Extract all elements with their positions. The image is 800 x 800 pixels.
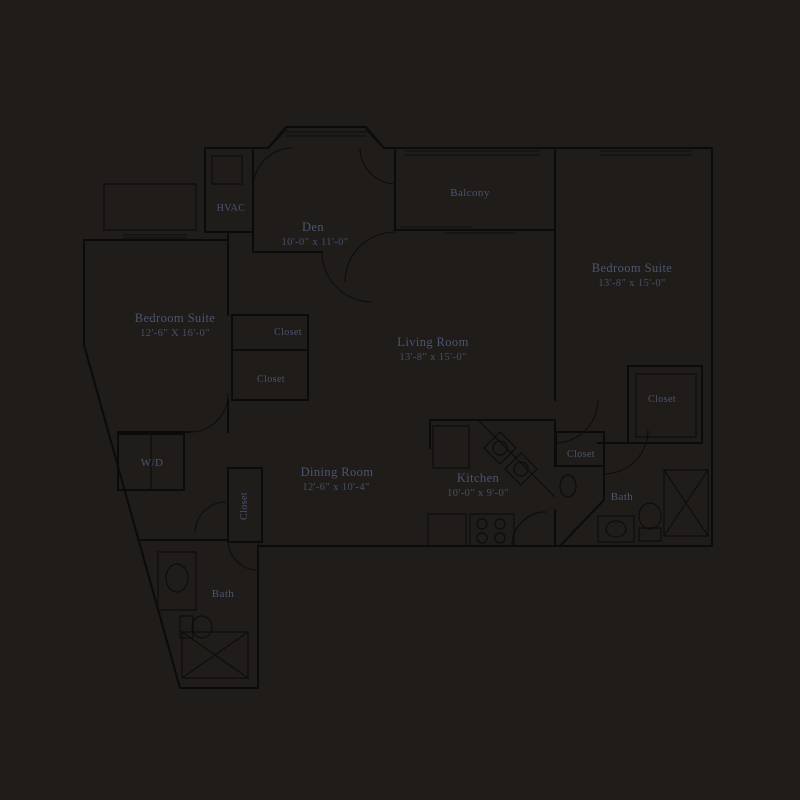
corner-lazy-susan [511,511,547,547]
vanity [597,515,635,543]
bedroom-right-door [554,399,599,444]
bedroom-right-window [600,150,692,156]
refrigerator [432,425,470,469]
bathtub [181,631,249,679]
sink-basin-1 [483,431,517,465]
exterior-terrace [103,183,197,231]
balcony-sliding-door [400,226,516,234]
room-label-closet-bedroom-right: Closet [648,394,676,405]
room-label-den: Den [302,220,324,234]
hvac-unit [211,155,243,185]
room-labels: Balcony HVAC Den 10'-0" x 11'-0" Bedroom… [135,187,676,600]
room-label-closet-bath-hall: Closet [567,449,595,460]
burner [494,532,506,544]
room-label-closet-dining: Closet [239,492,250,520]
bath-right-door [603,429,649,475]
entry-door [359,147,397,185]
fixtures [157,155,709,679]
sink-bowl-1 [492,440,508,456]
room-label-bedroom-suite-right: Bedroom Suite [592,261,673,275]
pedestal-sink [559,474,577,498]
bay-window-sides [270,128,382,147]
shower-x-icon [663,469,709,537]
bathtub-x-icon [181,631,249,679]
room-label-closet-hall-lower: Closet [257,374,285,385]
room-label-dining-room: Dining Room [301,465,374,479]
room-label-kitchen: Kitchen [457,471,500,485]
room-dims-den: 10'-0" x 11'-0" [282,237,349,248]
burner [476,532,488,544]
toilet-tank [179,615,194,639]
room-dims-living-room: 13'-8" x 15'-0" [399,352,466,363]
door-swings [189,147,649,571]
shower [663,469,709,537]
bath-left-door [227,539,259,571]
room-label-laundry: W/D [141,457,164,469]
sink-bowl-2 [513,461,529,477]
room-dims-kitchen: 10'-0" x 9'-0" [447,488,509,499]
den-door [252,147,294,189]
toilet-bowl [191,615,213,639]
vanity-sink [605,520,627,538]
exterior-walls [83,126,713,689]
windows [123,128,692,239]
room-label-bedroom-suite-left: Bedroom Suite [135,311,216,325]
room-label-bath-right: Bath [611,491,633,503]
den-french-door-right [344,231,396,283]
room-label-closet-hall-upper: Closet [274,327,302,338]
burner [476,518,488,530]
vanity-sink [165,563,189,593]
bath-right-fixtures [559,469,709,543]
balcony-window [405,150,540,156]
bedroom-left-door [189,393,229,433]
bay-window [286,131,366,137]
base-cabinet [427,513,467,547]
room-label-bath-left: Bath [212,588,234,600]
room-label-living-room: Living Room [397,335,468,349]
bedroom-left-window [123,234,187,239]
room-label-hvac: HVAC [217,203,246,214]
toilet-tank [638,527,662,542]
den-french-door-left [321,251,373,303]
burner [494,518,506,530]
kitchen-fixtures [427,419,556,547]
room-dims-bedroom-suite-right: 13'-8" x 15'-0" [598,278,665,289]
interior-walls [117,147,703,548]
sink-basin-2 [504,452,538,486]
room-dims-bedroom-suite-left: 12'-6" X 16'-0" [140,328,210,339]
bath-left-fixtures [157,551,249,679]
toilet-bowl [638,502,662,530]
room-label-balcony: Balcony [450,187,490,199]
laundry-door [194,501,227,534]
stove [469,513,515,547]
corner-counter [477,419,556,498]
vanity [157,551,197,611]
room-dims-dining-room: 12'-6" x 10'-4" [302,482,369,493]
